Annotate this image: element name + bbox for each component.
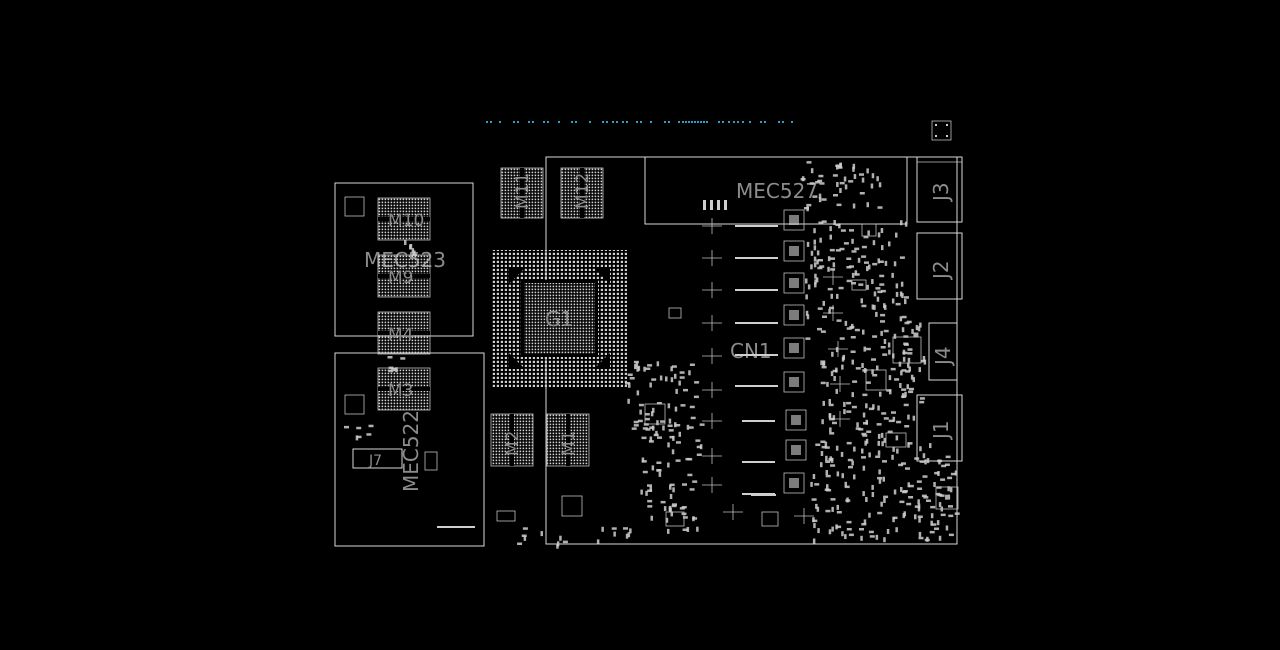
memory-chip-m3: M3 xyxy=(377,367,431,411)
svg-text:J1: J1 xyxy=(929,420,953,441)
mec522-label: MEC522 xyxy=(399,410,423,492)
svg-text:J7: J7 xyxy=(368,453,382,469)
mec527-label: MEC527 xyxy=(736,179,818,203)
memory-chip-m4: M4 xyxy=(377,311,431,355)
memory-chip-m9: M9 xyxy=(377,254,431,298)
memory-chip-m11: M11 xyxy=(500,167,544,219)
m10-label: M10 xyxy=(388,211,424,231)
connector-j7: J7 xyxy=(352,448,403,469)
m1-label: M1 xyxy=(559,431,579,456)
m11-label: M11 xyxy=(513,173,533,209)
svg-text:J4: J4 xyxy=(931,346,955,367)
fiducial-square xyxy=(931,120,952,141)
connector-j4: J4 xyxy=(928,322,958,381)
passive-components xyxy=(344,161,960,549)
connector-j2: J2 xyxy=(916,232,963,300)
m9-label: M9 xyxy=(388,268,413,288)
m2-label: M2 xyxy=(503,431,523,456)
g1-gpu: G1 xyxy=(491,250,628,387)
m3-label: M3 xyxy=(388,381,413,401)
svg-text:J3: J3 xyxy=(929,182,953,203)
memory-chip-m1: M1 xyxy=(546,413,590,467)
memory-chip-m10: M10 xyxy=(377,197,431,241)
memory-chip-m2: M2 xyxy=(490,413,534,467)
svg-text:J2: J2 xyxy=(929,260,953,281)
connector-j3: J3 xyxy=(916,156,963,223)
m4-label: M4 xyxy=(388,325,413,345)
connector-j1: J1 xyxy=(916,394,963,462)
testpoint-row xyxy=(486,121,793,123)
g1-label: G1 xyxy=(545,307,573,331)
cn1-label: CN1 xyxy=(730,339,772,363)
mec522-module: MEC522 xyxy=(334,352,485,547)
memory-chip-m12: M12 xyxy=(560,167,604,219)
m12-label: M12 xyxy=(573,173,593,209)
mec527-module: MEC527 xyxy=(644,156,908,225)
